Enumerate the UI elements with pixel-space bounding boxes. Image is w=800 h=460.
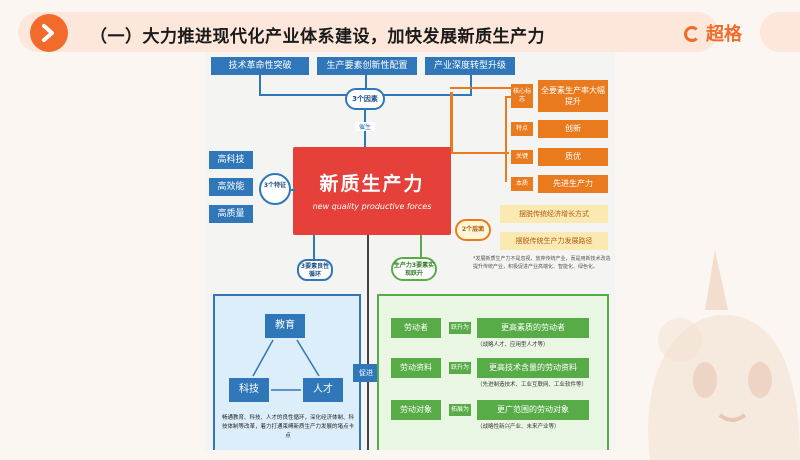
- connector: [450, 87, 530, 89]
- trait-value-3: 先进生产力: [538, 175, 608, 193]
- connector: [291, 189, 295, 191]
- factor-sub-1: （战略人才、应用型人才等）: [477, 342, 549, 348]
- connector: [505, 96, 511, 98]
- header-bar: [18, 12, 718, 52]
- center-box: 新质生产力 new quality productive forces: [293, 147, 451, 235]
- brand-name: 超格: [706, 24, 742, 45]
- page-title: （一）大力推进现代化产业体系建设，加快发展新质生产力: [90, 27, 545, 47]
- factor-tag-1: 跃升为: [449, 322, 471, 334]
- factor-tag-3: 拓展为: [449, 404, 471, 416]
- trait-value-2: 质优: [538, 148, 608, 166]
- factor-result-2: 更高技术含量的劳动资料: [477, 358, 589, 378]
- two-layers-circle: 2个层面: [455, 219, 491, 241]
- chevron-right-icon[interactable]: [30, 14, 68, 52]
- connector: [450, 92, 453, 152]
- left-caption: 畅通教育、科技、人才的良性循环，深化经济体制、科技体制等改革，着力打通束缚新质生…: [221, 415, 354, 439]
- factor-label-3: 劳动对象: [391, 400, 441, 420]
- brand-g-icon: [684, 26, 700, 42]
- factor-result-3: 更广范围的劳动对象: [477, 400, 589, 420]
- left-panel-circle: 3要素良性循环: [297, 259, 333, 281]
- connector: [451, 152, 509, 154]
- productivity-diagram: 技术革命性突破 生产要素创新性配置 产业深度转型升级 3个因素 催生 新质生产力…: [205, 52, 615, 450]
- center-title-cn: 新质生产力: [319, 173, 425, 195]
- top-box-1: 技术革命性突破: [211, 57, 309, 75]
- trait-tag-2: 关键: [511, 150, 533, 164]
- center-title-en: new quality productive forces: [312, 202, 432, 211]
- node-talent: 人才: [303, 378, 343, 402]
- factor-tag-2: 跃升为: [449, 362, 471, 374]
- connector: [367, 235, 369, 450]
- node-technology: 科技: [229, 378, 269, 402]
- connector: [259, 75, 261, 95]
- connector: [505, 96, 507, 182]
- connector: [365, 75, 367, 95]
- top-factor-circle: 3个因素: [345, 88, 385, 110]
- connector: [470, 75, 472, 95]
- left-panel: 教育 科技 人才 畅通教育、科技、人才的良性循环，深化经济体制、科技体制等改革，…: [213, 294, 361, 450]
- mascot-illustration: [648, 250, 800, 460]
- factor-result-1: 更高素质的劳动者: [477, 318, 589, 338]
- trait-high-tech: 高科技: [209, 151, 253, 169]
- node-education: 教育: [265, 314, 305, 338]
- trait-circle: 3个特征: [259, 173, 291, 205]
- core-value: 全要素生产率大幅提升: [538, 80, 608, 112]
- core-tag: 核心标志: [511, 84, 533, 108]
- factor-label-1: 劳动者: [391, 318, 441, 338]
- promote-label: 促进: [353, 364, 379, 382]
- right-panel: 劳动者 跃升为 更高素质的劳动者 （战略人才、应用型人才等） 劳动资料 跃升为 …: [377, 294, 609, 450]
- trait-high-efficiency: 高效能: [209, 178, 253, 196]
- catalyze-label: 催生: [355, 122, 375, 131]
- header-right-pill: [760, 12, 800, 52]
- top-box-3: 产业深度转型升级: [425, 57, 515, 75]
- connector: [313, 235, 315, 265]
- note-text: *发展新质生产力不是忽视、放弃传统产业，而是用新技术改造提升传统产业，积极促进产…: [473, 256, 611, 270]
- trait-tag-1: 特点: [511, 122, 533, 136]
- factor-label-2: 劳动资料: [391, 358, 441, 378]
- right-panel-circle: 生产力3要素实现跃升: [391, 257, 437, 281]
- brand-logo: 超格: [684, 20, 742, 46]
- trait-tag-3: 本质: [511, 177, 533, 191]
- layer-item-1: 摆脱传统经济增长方式: [500, 205, 608, 223]
- trait-value-1: 创新: [538, 120, 608, 138]
- trait-high-quality: 高质量: [209, 205, 253, 223]
- connector: [420, 235, 422, 265]
- top-box-2: 生产要素创新性配置: [317, 57, 417, 75]
- layer-item-2: 摆脱传统生产力发展路径: [500, 232, 608, 250]
- factor-sub-2: （先进制造技术、工业互联网、工业软件等）: [477, 382, 588, 388]
- factor-sub-3: （战略性新兴产业、未来产业等）: [477, 424, 560, 430]
- cycle-arrows: [252, 339, 320, 391]
